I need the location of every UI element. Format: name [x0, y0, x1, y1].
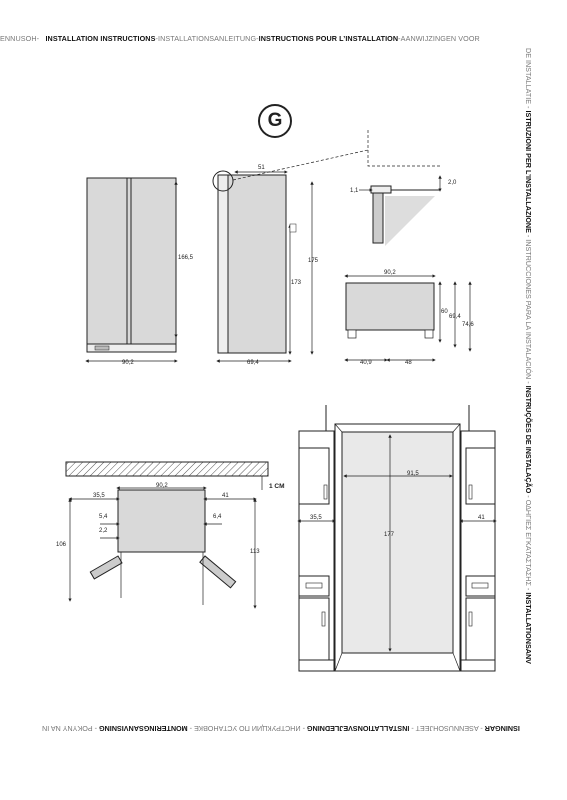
header-sep: -	[398, 34, 401, 43]
dim-plan-left: 35,5	[93, 493, 105, 499]
dim-niche-right: 41	[478, 515, 485, 521]
dim-front-width: 90,2	[122, 360, 134, 366]
base-box-diagram	[344, 274, 472, 362]
dim-detail-offset: 2,0	[448, 180, 457, 186]
dim-side-height-inner: 173	[291, 280, 302, 286]
header-sep: -	[256, 34, 259, 43]
dim-niche-width: 91,5	[407, 471, 419, 477]
dim-plan-right: 41	[222, 493, 229, 499]
header-text-en: INSTALLATION INSTRUCTIONS	[45, 34, 156, 43]
dim-plan-door-r: 6,4	[213, 514, 222, 520]
dim-box-base2: 48	[405, 360, 412, 366]
side-view-fridge	[212, 149, 369, 363]
header-text-fr: INSTRUCTIONS POUR L’INSTALLATION	[258, 34, 399, 43]
header-sep: -	[155, 34, 158, 43]
kitchen-niche	[297, 405, 497, 672]
dim-plan-door-l2: 2,2	[99, 528, 108, 534]
dim-plan-width: 90,2	[156, 483, 168, 489]
dim-box-base1: 40,9	[360, 360, 372, 366]
dim-box-width: 90,2	[384, 270, 396, 276]
dim-plan-door-l: 5,4	[99, 514, 108, 520]
header-banner: ENNUSOH- INSTALLATION INSTRUCTIONS - INS…	[0, 34, 567, 48]
dim-niche-left: 35,5	[310, 515, 322, 521]
corner-detail	[359, 130, 442, 246]
plan-view	[65, 461, 269, 609]
dim-plan-wall-gap: 1 CM	[269, 483, 285, 490]
dim-box-h1: 60	[441, 309, 448, 315]
dim-side-depth: 69,4	[247, 360, 259, 366]
dim-plan-depth-r: 113	[250, 549, 260, 555]
dim-detail-gap: 1,1	[350, 188, 359, 194]
dim-box-h2: 69,4	[449, 314, 461, 320]
dim-niche-height: 177	[384, 532, 395, 538]
header-partial: ENNUSOH-	[0, 34, 40, 43]
dim-plan-depth-l: 106	[56, 542, 67, 548]
dim-side-height-total: 175	[308, 258, 319, 264]
header-text-de: INSTALLATIONSANLEITUNG	[157, 34, 257, 43]
figure-label-badge: G	[258, 104, 292, 138]
dim-box-h3: 74,6	[462, 322, 474, 328]
dim-side-top: 51	[258, 165, 265, 171]
header-text-nl: AANWIJZINGEN VOOR	[400, 34, 480, 43]
dim-front-height: 166,5	[178, 255, 194, 261]
front-view-fridge	[85, 177, 178, 363]
